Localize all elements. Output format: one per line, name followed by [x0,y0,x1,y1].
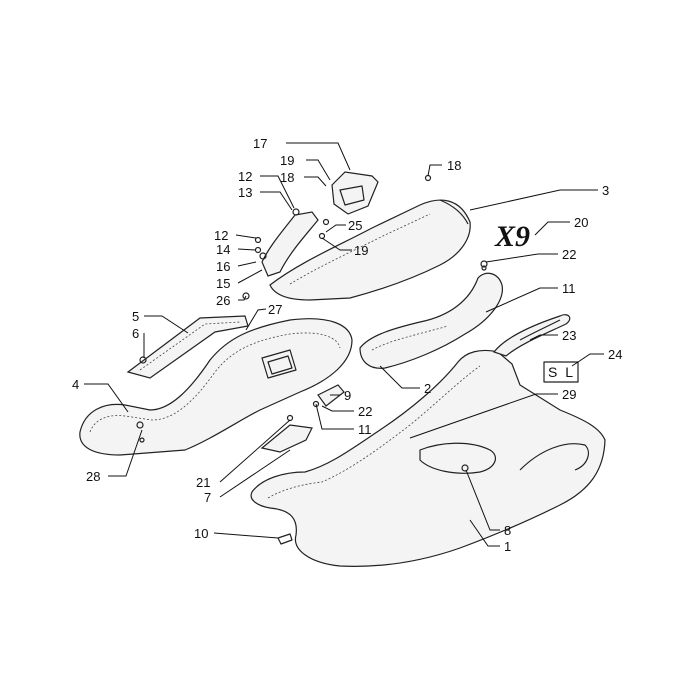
callout-22-right: 22 [562,247,576,262]
callout-26: 26 [216,293,230,308]
callout-25: 25 [348,218,362,233]
part-upright-bracket [259,208,319,277]
callout-4: 4 [72,377,79,392]
callout-19-mid: 19 [354,243,368,258]
callout-12-top: 12 [238,169,252,184]
part-top-bracket [331,171,379,215]
callout-18-left: 18 [280,170,294,185]
callout-1: 1 [504,539,511,554]
callout-10: 10 [194,526,208,541]
sl-badge-text: S L [548,364,575,380]
callout-14: 14 [216,242,230,257]
callout-11-lower: 11 [358,422,372,437]
part-inner-shield [359,260,503,369]
callout-28: 28 [86,469,100,484]
callout-16: 16 [216,259,230,274]
callout-3: 3 [602,183,609,198]
callout-18-right: 18 [447,158,461,173]
callout-27: 27 [268,302,282,317]
part-main-body [250,349,606,567]
callout-13: 13 [238,185,252,200]
x9-logo-decal: X9 [494,220,530,253]
callout-29: 29 [562,387,576,402]
callout-24: 24 [608,347,622,362]
callout-17: 17 [253,136,267,151]
part-stripe-decal [493,314,571,357]
x9-logo-text: X9 [494,220,530,253]
part-floor-plate [260,414,313,453]
callout-6: 6 [132,326,139,341]
callout-20: 20 [574,215,588,230]
part-center-tunnel-cover [269,199,471,301]
callout-19-top: 19 [280,153,294,168]
callout-21: 21 [196,475,210,490]
callout-12-lower: 12 [214,228,228,243]
callout-8: 8 [504,523,511,538]
callout-22-lower: 22 [358,404,372,419]
callout-2: 2 [424,381,431,396]
part-left-side-panel [79,318,353,456]
callout-23: 23 [562,328,576,343]
part-bolt [277,533,293,545]
leader-lines [84,142,604,547]
callout-numbers: 17 19 18 18 12 13 3 25 20 12 19 14 22 16… [72,136,622,554]
callout-11-right: 11 [562,281,576,296]
callout-5: 5 [132,309,139,324]
callout-9: 9 [344,388,351,403]
callout-7: 7 [204,490,211,505]
sl-badge-decal: S L [543,361,579,383]
callout-15: 15 [216,276,230,291]
